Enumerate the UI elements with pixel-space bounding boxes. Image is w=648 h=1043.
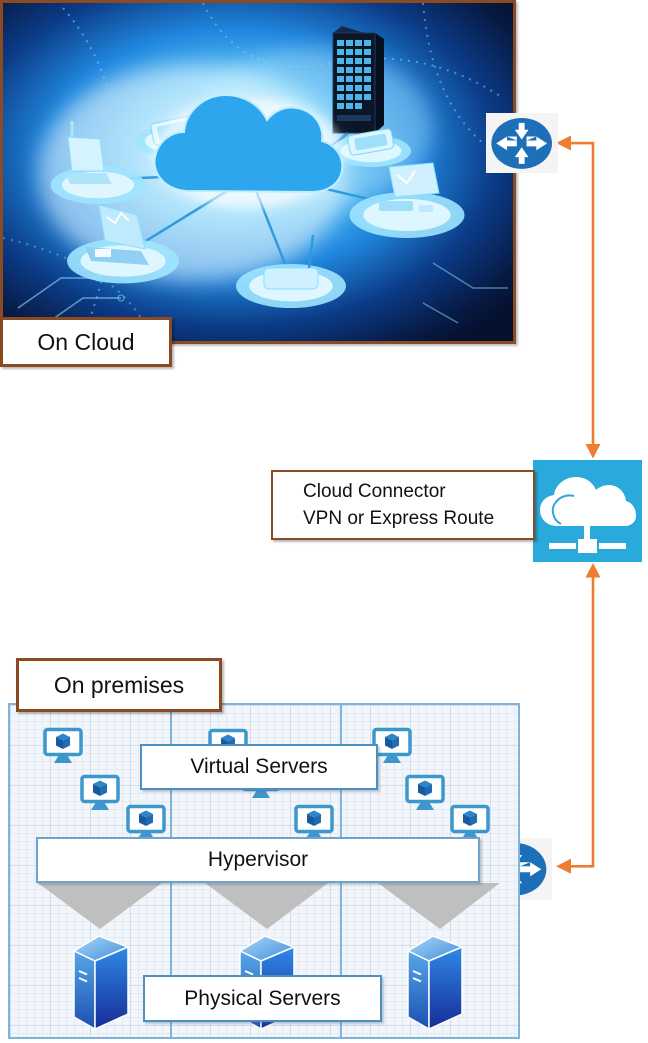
- arrowhead-left-bottom: [556, 858, 571, 874]
- on-cloud-text: On Cloud: [37, 328, 135, 355]
- hypervisor-label: Hypervisor: [36, 837, 480, 883]
- bottom-connector-vline: [591, 576, 595, 867]
- cloud-glyph: [540, 477, 636, 553]
- top-connector-vline: [591, 142, 595, 445]
- router-glyph-top: [491, 117, 553, 169]
- cloud-photo-art: [3, 3, 513, 341]
- virtual-servers-text: Virtual Servers: [190, 755, 328, 778]
- on-cloud-label: On Cloud: [0, 317, 172, 367]
- photo-central-cloud: [153, 93, 344, 208]
- hypervisor-text: Hypervisor: [207, 848, 309, 871]
- arrowhead-up: [585, 563, 601, 578]
- cloud-connector-label: Cloud Connector VPN or Express Route: [271, 470, 535, 540]
- top-connector-hline: [570, 141, 594, 145]
- on-premises-label: On premises: [16, 658, 222, 712]
- cloud-network-photo: [0, 0, 516, 344]
- physical-servers-label: Physical Servers: [143, 975, 382, 1022]
- funnel-triangles: [38, 883, 500, 929]
- bottom-connector-hline: [570, 865, 594, 868]
- azure-cloud-network-icon: [533, 460, 642, 562]
- arrowhead-left-top: [556, 135, 571, 151]
- router-icon-top: [486, 113, 558, 173]
- photo-server-tower: [320, 26, 384, 162]
- on-premises-text: On premises: [53, 671, 185, 698]
- virtual-servers-label: Virtual Servers: [140, 744, 378, 790]
- cloud-connector-text-line1: Cloud Connector: [303, 481, 446, 502]
- arrowhead-down: [585, 444, 601, 459]
- physical-servers-text: Physical Servers: [184, 986, 341, 1010]
- cloud-connector-text-line2: VPN or Express Route: [303, 508, 495, 529]
